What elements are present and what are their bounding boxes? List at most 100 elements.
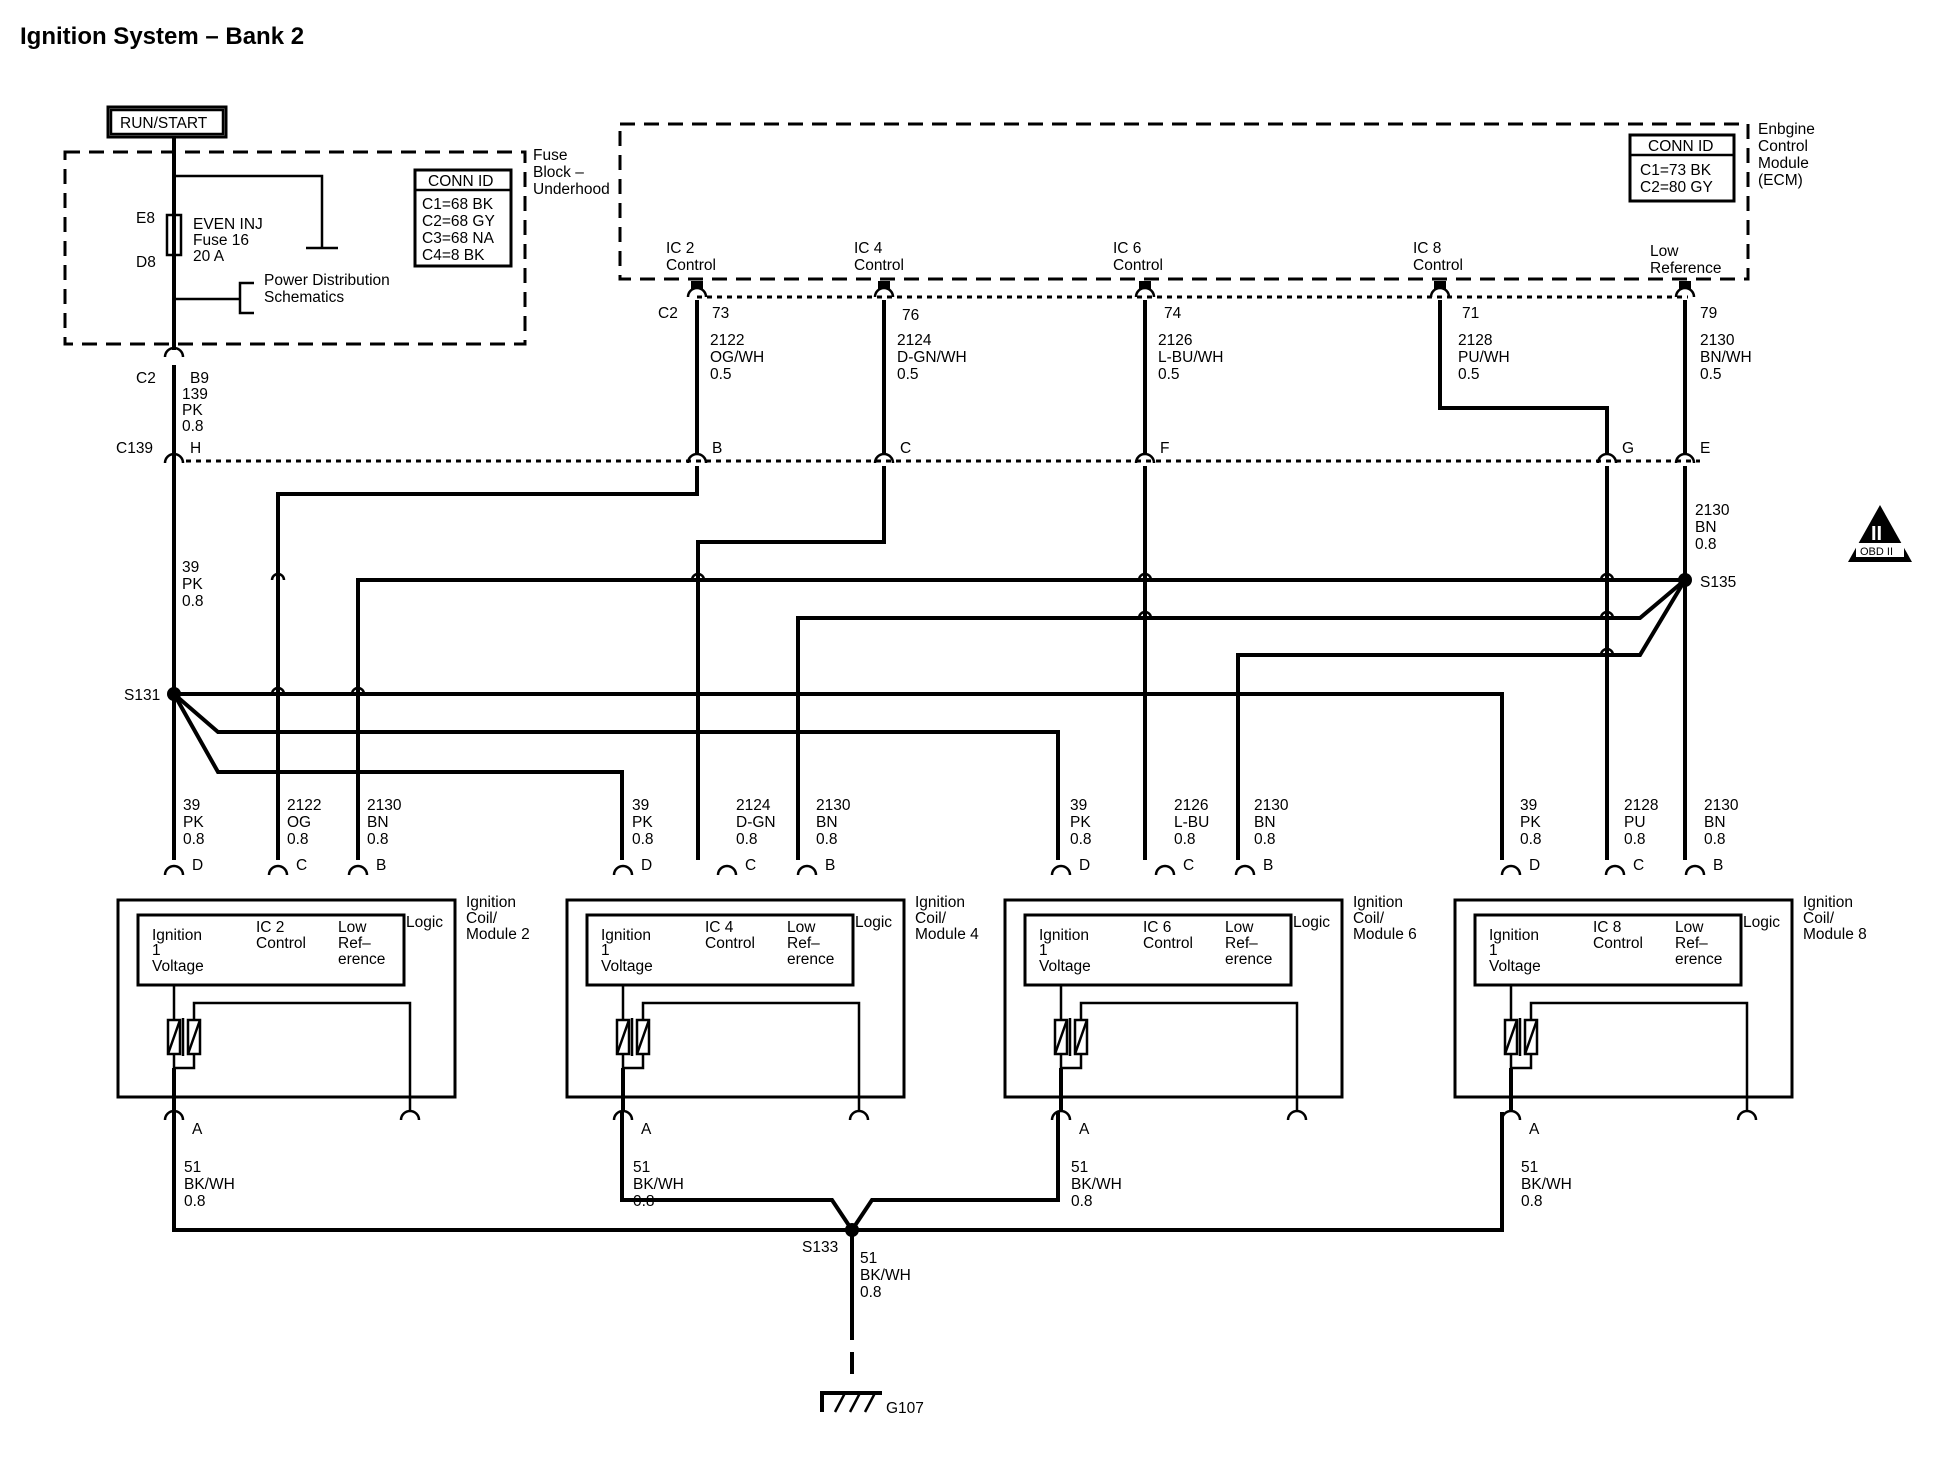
s133-label: S133 [802, 1239, 838, 1256]
power-branch-coil6 [172, 692, 1060, 860]
coil-pin-arc [612, 1109, 634, 1121]
fuse-block-label-2: Block – [533, 164, 584, 181]
wire-label: 0.8 [1070, 831, 1092, 848]
coil-pin-letter: D [192, 857, 203, 874]
coil-pin-arc [796, 864, 818, 876]
fuse-out-connector: C2 [136, 370, 156, 387]
wire-label: PK [1070, 814, 1091, 831]
coil-module-name: Module 4 [915, 926, 979, 943]
wire-label: PK [182, 402, 203, 419]
ecm-pin-name: IC 2 [666, 240, 694, 257]
coil-pin-arc [1050, 864, 1072, 876]
coil-ic-label: IC 8 [1593, 919, 1621, 936]
wire-label: 39 [1520, 797, 1537, 814]
coil-lowref-label: Ref– [787, 935, 820, 952]
wire-label: 0.5 [1458, 366, 1480, 383]
ignition-coil-module-4: D39PK0.8C2124D-GN0.8B2130BN0.8LogicIgnit… [565, 797, 979, 1210]
wire-label: PK [1520, 814, 1541, 831]
c139-pin: H [190, 440, 201, 457]
coil-ignition-label: Voltage [152, 958, 204, 975]
coil-ic-label: Control [1143, 935, 1193, 952]
coil-module-name: Coil/ [1353, 910, 1385, 927]
wire-label: 0.8 [367, 831, 389, 848]
lowref-branch-coil6 [1236, 578, 1687, 860]
page-title: Ignition System – Bank 2 [20, 23, 304, 50]
coil-module-name: Module 8 [1803, 926, 1867, 943]
wire-label: PU [1624, 814, 1646, 831]
coil-ignition-label: 1 [1489, 942, 1498, 959]
coil-logic-label: Logic [855, 914, 892, 931]
wire-label: 0.8 [182, 593, 204, 610]
wire-label: BK/WH [1071, 1176, 1122, 1193]
wire-label: 2130 [1704, 797, 1739, 814]
coil-pin-letter: B [1713, 857, 1723, 874]
coil-ic-label: Control [256, 935, 306, 952]
fuse-label-3: 20 A [193, 248, 225, 265]
wire-label: 0.8 [184, 1193, 206, 1210]
wire-label: 2130 [1695, 502, 1730, 519]
c139-pin: G [1622, 440, 1634, 457]
wire-label: BN [1254, 814, 1276, 831]
wire-label: BK/WH [860, 1267, 911, 1284]
coil-pin-arc [1286, 1109, 1308, 1121]
coil-pin-letter: B [825, 857, 835, 874]
power-dist-label-1: Power Distribution [264, 272, 390, 289]
wire-label: 39 [1070, 797, 1087, 814]
wire-label: 51 [633, 1159, 650, 1176]
coil-pin-letter: C [296, 857, 307, 874]
wire-label: 0.8 [1071, 1193, 1093, 1210]
coil-pin-letter: A [1529, 1121, 1540, 1138]
coil-pin-arc [267, 864, 289, 876]
wire-label: L-BU/WH [1158, 349, 1223, 366]
ecm-outline [618, 122, 1750, 281]
coil-pin-arc [1500, 864, 1522, 876]
connector-pin [1596, 452, 1618, 464]
wire-label: 2122 [710, 332, 744, 349]
coil-pin-letter: D [1529, 857, 1540, 874]
wire-label: 0.8 [1254, 831, 1276, 848]
wire-label: 2124 [897, 332, 932, 349]
wire-label: 0.8 [1704, 831, 1726, 848]
coil-ignition-label: Voltage [1489, 958, 1541, 975]
coil-lowref-label: Low [1225, 919, 1254, 936]
connector-pin [1139, 281, 1151, 289]
wire-label: 39 [632, 797, 649, 814]
fuse-conn-id-table [413, 168, 513, 268]
ecm-name-1: Enbgine [1758, 121, 1815, 138]
ecm-pin-number: 76 [902, 307, 919, 324]
ecm-name-3: Module [1758, 155, 1809, 172]
coil-logic-label: Logic [1743, 914, 1780, 931]
fuse-block-outline [63, 150, 527, 346]
wire-label: BN [816, 814, 838, 831]
coil-pin-letter: C [745, 857, 756, 874]
coil-pin-arc [347, 864, 369, 876]
ecm-pin-number: 79 [1700, 305, 1717, 322]
ic2-wire-2122-og [276, 466, 699, 860]
wire-label: 0.5 [1700, 366, 1722, 383]
ic4-wire-2124-dgn [696, 466, 886, 860]
coil-lowref-label: Low [1675, 919, 1704, 936]
lowref-branch-coil4 [796, 578, 1687, 860]
fuse-label-1: EVEN INJ [193, 216, 263, 233]
coil-ignition-label: 1 [1039, 942, 1048, 959]
wire-label: 0.8 [1624, 831, 1646, 848]
ecm-pin-name: IC 4 [854, 240, 883, 257]
fuse-conn-row: C2=68 GY [422, 213, 495, 230]
wire-label: 51 [184, 1159, 201, 1176]
wire-label: 0.8 [287, 831, 309, 848]
wire-label: PU/WH [1458, 349, 1510, 366]
coil-pin-arc [163, 1109, 185, 1121]
c139-label: C139 [116, 440, 153, 457]
coil-pin-arc [848, 1109, 870, 1121]
coil-ignition-label: Ignition [601, 927, 651, 944]
coil-logic-label: Logic [406, 914, 443, 931]
ecm: Enbgine Control Module (ECM) CONN ID C1=… [618, 121, 1815, 281]
fuse-conn-id-title: CONN ID [428, 173, 493, 190]
coil-ignition-label: Voltage [601, 958, 653, 975]
connector-pin [163, 452, 185, 464]
coil-ic-label: IC 2 [256, 919, 284, 936]
connector-pin [163, 346, 185, 358]
connector-pin [686, 452, 708, 464]
c139-pin: E [1700, 440, 1710, 457]
wire-label: 0.5 [897, 366, 919, 383]
